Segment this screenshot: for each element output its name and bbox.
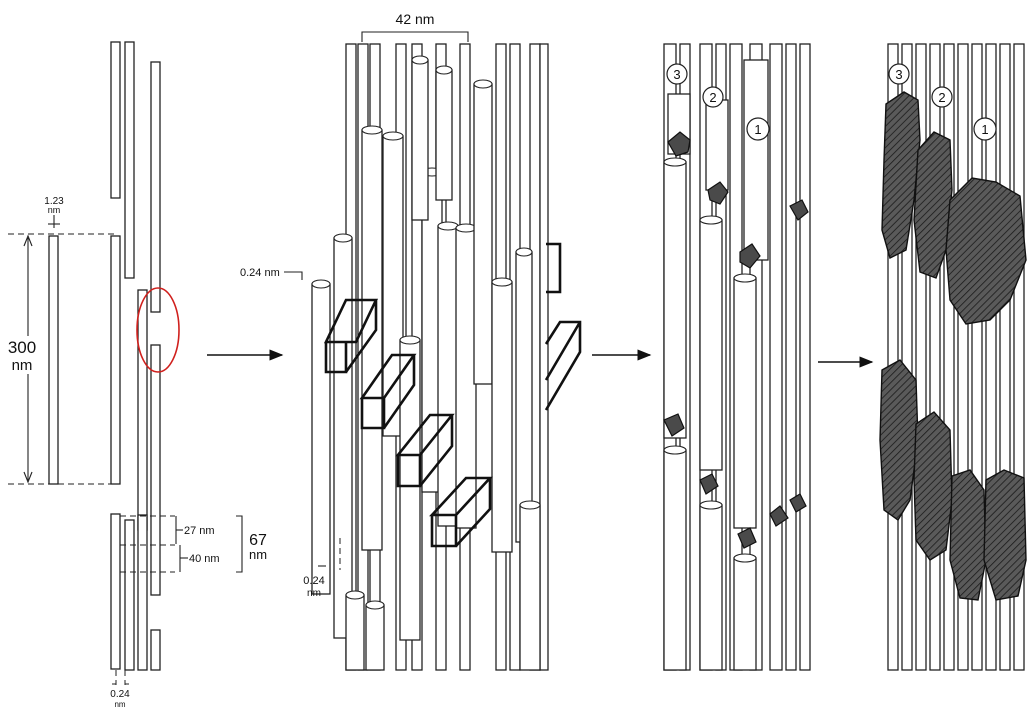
label-27nm: 27 nm: [184, 525, 215, 537]
panel-molecule-staggering: 300 nm 1.23 nm 27 nm 40 nm 67 nm: [6, 42, 267, 709]
label-42nm: 42 nm: [396, 11, 435, 27]
panel4-marker-3: 3: [895, 67, 902, 82]
label-300-unit: nm: [12, 357, 33, 374]
label-0-24-bottom-unit: nm: [114, 700, 125, 709]
panel4-marker-2: 2: [938, 90, 945, 105]
dimension-0-24nm-bottom: 0.24 nm: [110, 670, 130, 709]
panel4-marker-1: 1: [981, 122, 988, 137]
panel3-marker-1: 1: [754, 122, 761, 137]
label-0-24-mid-unit: nm: [307, 588, 321, 599]
panel-3d-assembly: 42 nm 0.24 nm 0.24 nm: [240, 11, 580, 670]
dimension-300nm: 300 nm: [6, 234, 115, 484]
dimension-1-23nm: 1.23 nm: [44, 196, 64, 228]
label-1-23-unit: nm: [48, 205, 61, 215]
panel-nucleation: 3 2 1: [664, 44, 810, 670]
panel-crystal-growth: 3 2 1: [880, 44, 1026, 670]
label-67-unit: nm: [249, 547, 267, 562]
panel3-marker-2: 2: [709, 90, 716, 105]
label-300: 300: [8, 338, 36, 357]
label-0-24-bottom: 0.24: [110, 689, 130, 700]
panel3-marker-3: 3: [673, 67, 680, 82]
label-0-24-top: 0.24 nm: [240, 267, 280, 279]
panel1-strands: [49, 42, 160, 670]
label-0-24-mid: 0.24: [303, 575, 324, 587]
dimension-42nm: 42 nm: [362, 11, 468, 42]
label-40nm: 40 nm: [189, 553, 220, 565]
